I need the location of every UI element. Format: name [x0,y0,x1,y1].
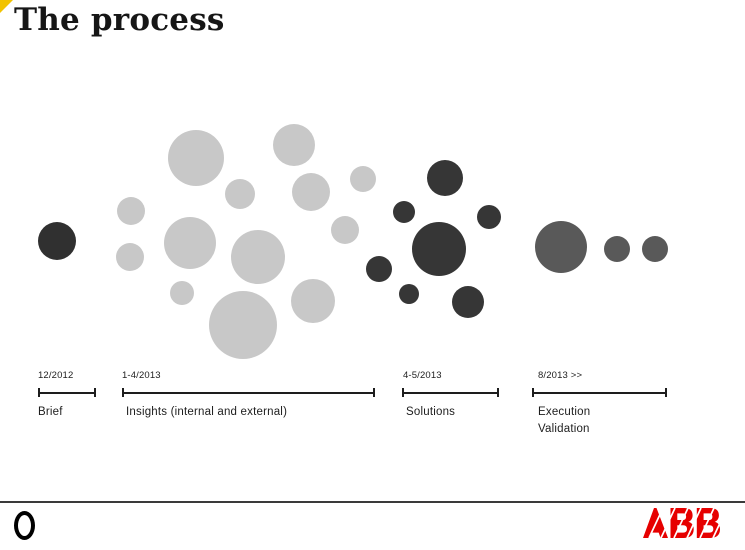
bubble [225,179,255,209]
bubble [642,236,668,262]
bubble-chart [38,124,668,359]
timeline-cap-end [373,388,375,398]
timeline-cap-end [665,388,667,398]
timeline-phase-label: Brief [38,406,63,418]
timeline-cap-start [122,388,124,398]
timeline-phase-label: Solutions [406,406,456,418]
bubble [231,230,285,284]
bubble [604,236,630,262]
bubble [393,201,415,223]
bubble [350,166,376,192]
bubble [273,124,315,166]
footer-divider [0,501,745,503]
timeline-date: 4-5/2013 [403,370,442,381]
timeline-date: 12/2012 [38,370,74,381]
timeline-cap-start [38,388,40,398]
timeline-cap-start [402,388,404,398]
bubble [452,286,484,318]
bubble [292,173,330,211]
timeline-date: 8/2013 >> [538,370,583,381]
timeline-phase-label: Insights (internal and external) [126,406,288,418]
bubble [477,205,501,229]
ring-glyph-icon [14,511,35,540]
bubble [427,160,463,196]
bubble [366,256,392,282]
page-title: The process [14,2,225,38]
corner-marker-triangle-icon [0,0,13,13]
timeline-date: 1-4/2013 [122,370,161,381]
timeline-bar [122,392,375,394]
timeline-phase-label: Execution Validation [538,406,591,435]
abb-logo [643,508,725,540]
bubble [164,217,216,269]
bubble [399,284,419,304]
bubble [170,281,194,305]
bubble [38,222,76,260]
bubble [331,216,359,244]
timeline-bar [532,392,667,394]
timeline-cap-start [532,388,534,398]
bubble [116,243,144,271]
bubble [535,221,587,273]
bubble [412,222,466,276]
bubble [291,279,335,323]
bubble [168,130,224,186]
bubble [209,291,277,359]
timeline-cap-end [94,388,96,398]
timeline-bar [38,392,96,394]
timeline-bar [402,392,499,394]
bubble [117,197,145,225]
timeline-cap-end [497,388,499,398]
